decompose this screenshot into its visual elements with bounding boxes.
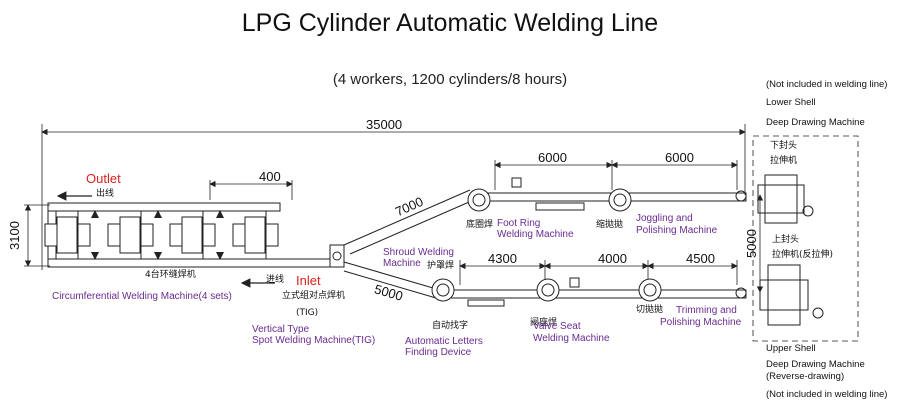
inlet-label-cn: 进线 [266,275,285,285]
lower-shell-press [735,174,814,224]
foot-ring-label-1: Foot Ring [497,218,541,229]
diagonal-conveyors [343,189,477,299]
upper-shell-reverse-label: (Reverse-drawing) [766,371,845,382]
dimension-6000-pair [494,160,738,190]
inlet-label: Inlet [296,273,321,288]
shroud-label-2: Machine [383,258,421,269]
joggling-label-2: Polishing Machine [636,225,718,236]
circumferential-label: Circumferential Welding Machine(4 sets) [52,291,232,302]
upper-head-label-cn-1: 上封头 [772,235,800,245]
vertical-tig-station [329,244,345,268]
letters-label-cn: 自动找字 [432,321,469,331]
top-excluded-note: (Not included in welding line) [766,79,888,90]
joggling-label-cn: 缩拋拋 [596,220,624,230]
trimming-label-1: Trimming and [676,305,737,316]
lower-conveyor [431,277,747,307]
trimming-label-2: Polishing Machine [660,317,742,328]
dim-4500: 4500 [686,251,715,266]
dim-4300: 4300 [488,251,517,266]
dim-4000: 4000 [598,251,627,266]
excluded-area-boundary [752,135,859,342]
lower-shell-label: Lower Shell [766,97,816,108]
vertical-tig-label-2: Spot Welding Machine(TIG) [252,335,376,346]
circumferential-label-cn: 4台环缝焊机 [145,270,196,280]
dim-35000: 35000 [366,117,403,132]
letters-label-1: Automatic Letters [405,336,483,347]
outlet-label-cn: 出线 [96,189,115,199]
joggling-label-1: Joggling and [636,213,693,224]
shroud-label-1: Shroud Welding [383,247,454,258]
foot-ring-label-cn: 底圈焊 [466,220,494,230]
dim-6000-a: 6000 [538,150,567,165]
shroud-label-cn: 护罩焊 [427,261,455,271]
circumferential-conveyor [44,202,339,268]
dim-400: 400 [259,169,281,184]
upper-head-label-cn-2: 拉伸机(反拉伸) [772,250,834,260]
vertical-tig-label-1: Vertical Type [252,324,310,335]
valve-label-2: Welding Machine [533,333,610,344]
dimension-vertical-3100 [24,204,50,267]
dim-3100: 3100 [7,221,22,250]
dimension-35000 [41,124,746,270]
upper-shell-label: Upper Shell [766,343,816,354]
trimming-label-cn: 切拋拋 [636,305,664,315]
dim-6000-b: 6000 [665,150,694,165]
lower-head-label-cn-2: 拉伸机 [770,156,798,166]
dim-5000-vertical: 5000 [744,229,759,258]
vertical-tig-label-cn-2: (TIG) [296,308,319,318]
valve-label-1: Valve Seat [533,321,581,332]
diagram-subtitle: (4 workers, 1200 cylinders/8 hours) [332,71,568,88]
letters-label-2: Finding Device [405,347,472,358]
upper-shell-machine-label: Deep Drawing Machine [766,359,865,370]
vertical-tig-label-cn-1: 立式组对点焊机 [282,291,346,301]
valve-label-cn: 阀座焊 [530,318,558,328]
foot-ring-label-2: Welding Machine [497,229,574,240]
bottom-excluded-note: (Not included in welding line) [766,389,888,400]
outlet-label: Outlet [86,171,121,186]
diagram-title: LPG Cylinder Automatic Welding Line [241,9,659,37]
upper-shell-press [735,264,824,326]
lower-head-label-cn-1: 下封头 [770,141,798,151]
lower-shell-machine-label: Deep Drawing Machine [766,117,865,128]
dimension-400 [209,180,293,200]
upper-conveyor [467,177,747,212]
